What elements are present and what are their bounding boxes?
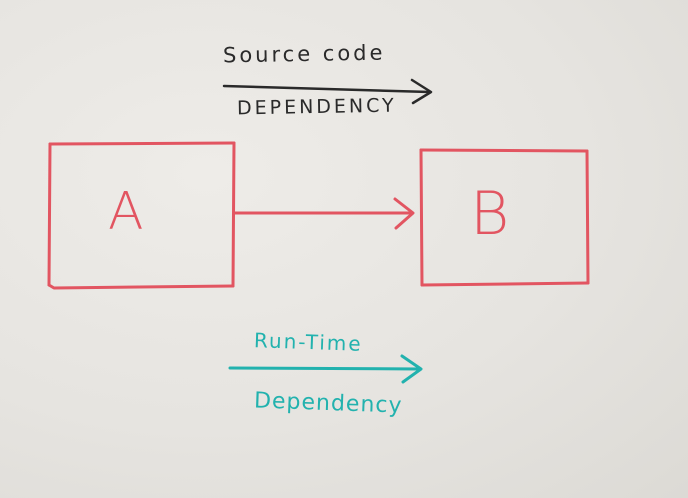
source-code-label: Source code [222,40,386,68]
a-to-b-arrow [233,197,415,230]
runtime-dependency-arrow [228,354,423,384]
source-code-dependency-arrow [222,78,433,105]
runtime-dependency-label: Dependency [253,388,403,419]
box-a [47,141,236,290]
source-code-dependency-label: DEPENDENCY [236,94,397,120]
box-b [419,148,590,287]
box-b-label: B [470,179,510,249]
box-a-label: A [108,182,144,242]
runtime-label: Run-Time [253,328,364,356]
